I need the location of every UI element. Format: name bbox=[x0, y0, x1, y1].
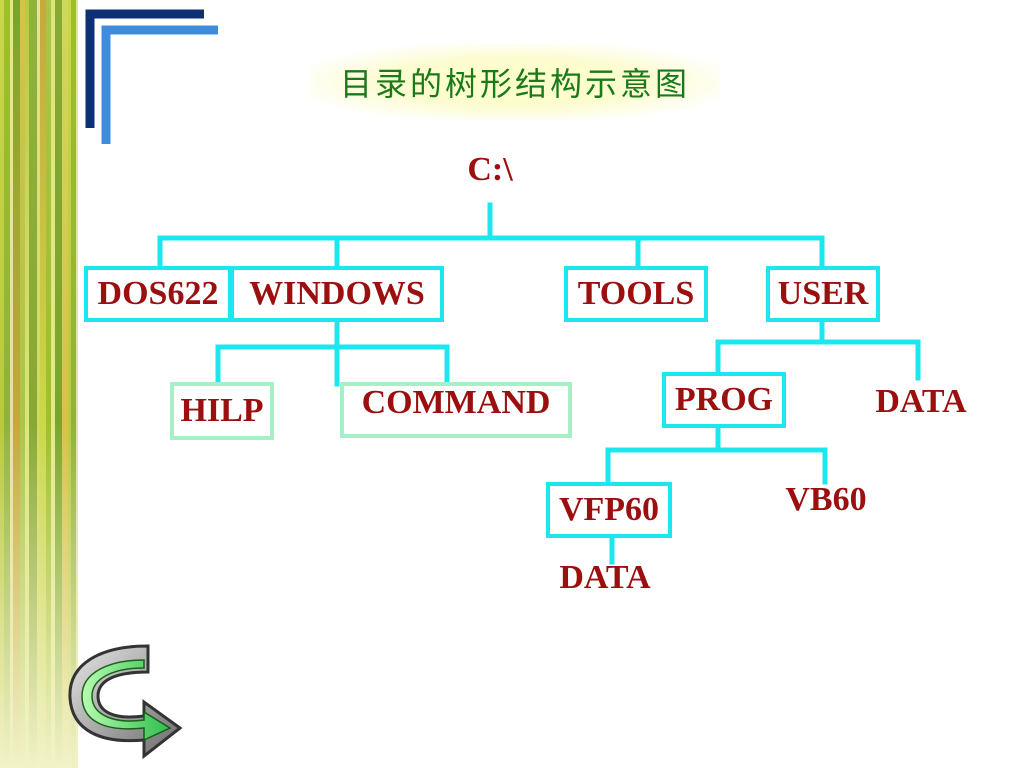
tree-node-prog: PROG bbox=[662, 372, 786, 428]
stripe bbox=[46, 0, 51, 768]
stripe bbox=[29, 0, 37, 768]
tree-node-vb60: VB60 bbox=[785, 481, 867, 518]
stripe bbox=[55, 0, 62, 768]
tree-node-user: USER bbox=[766, 266, 880, 322]
curved-arrow-logo-icon bbox=[68, 644, 183, 760]
stripe bbox=[10, 0, 13, 768]
tree-node-vfp60-data: DATA bbox=[559, 559, 651, 596]
stripe bbox=[25, 0, 29, 768]
stripe bbox=[76, 0, 78, 768]
stripe bbox=[68, 0, 71, 768]
stripe bbox=[0, 0, 4, 768]
tree-node-hilp: HILP bbox=[170, 382, 274, 440]
stripe bbox=[40, 0, 46, 768]
stripe bbox=[20, 0, 25, 768]
tree-node-user-data: DATA bbox=[875, 383, 967, 420]
tree-node-tools: TOOLS bbox=[564, 266, 708, 322]
slide-title: 目录的树形结构示意图 bbox=[310, 44, 720, 120]
tree-node-root: C:\ bbox=[467, 151, 513, 188]
stripe bbox=[13, 0, 20, 768]
corner-frame-decoration bbox=[85, 9, 218, 144]
stripe bbox=[37, 0, 40, 768]
tree-node-dos622: DOS622 bbox=[84, 266, 232, 322]
tree-node-command: COMMAND bbox=[340, 382, 572, 438]
stripe bbox=[71, 0, 76, 768]
decorative-stripes bbox=[0, 0, 78, 768]
tree-node-vfp60: VFP60 bbox=[546, 482, 672, 538]
tree-node-windows: WINDOWS bbox=[230, 266, 444, 322]
stripe bbox=[4, 0, 10, 768]
stripe bbox=[51, 0, 55, 768]
stripe bbox=[62, 0, 68, 768]
